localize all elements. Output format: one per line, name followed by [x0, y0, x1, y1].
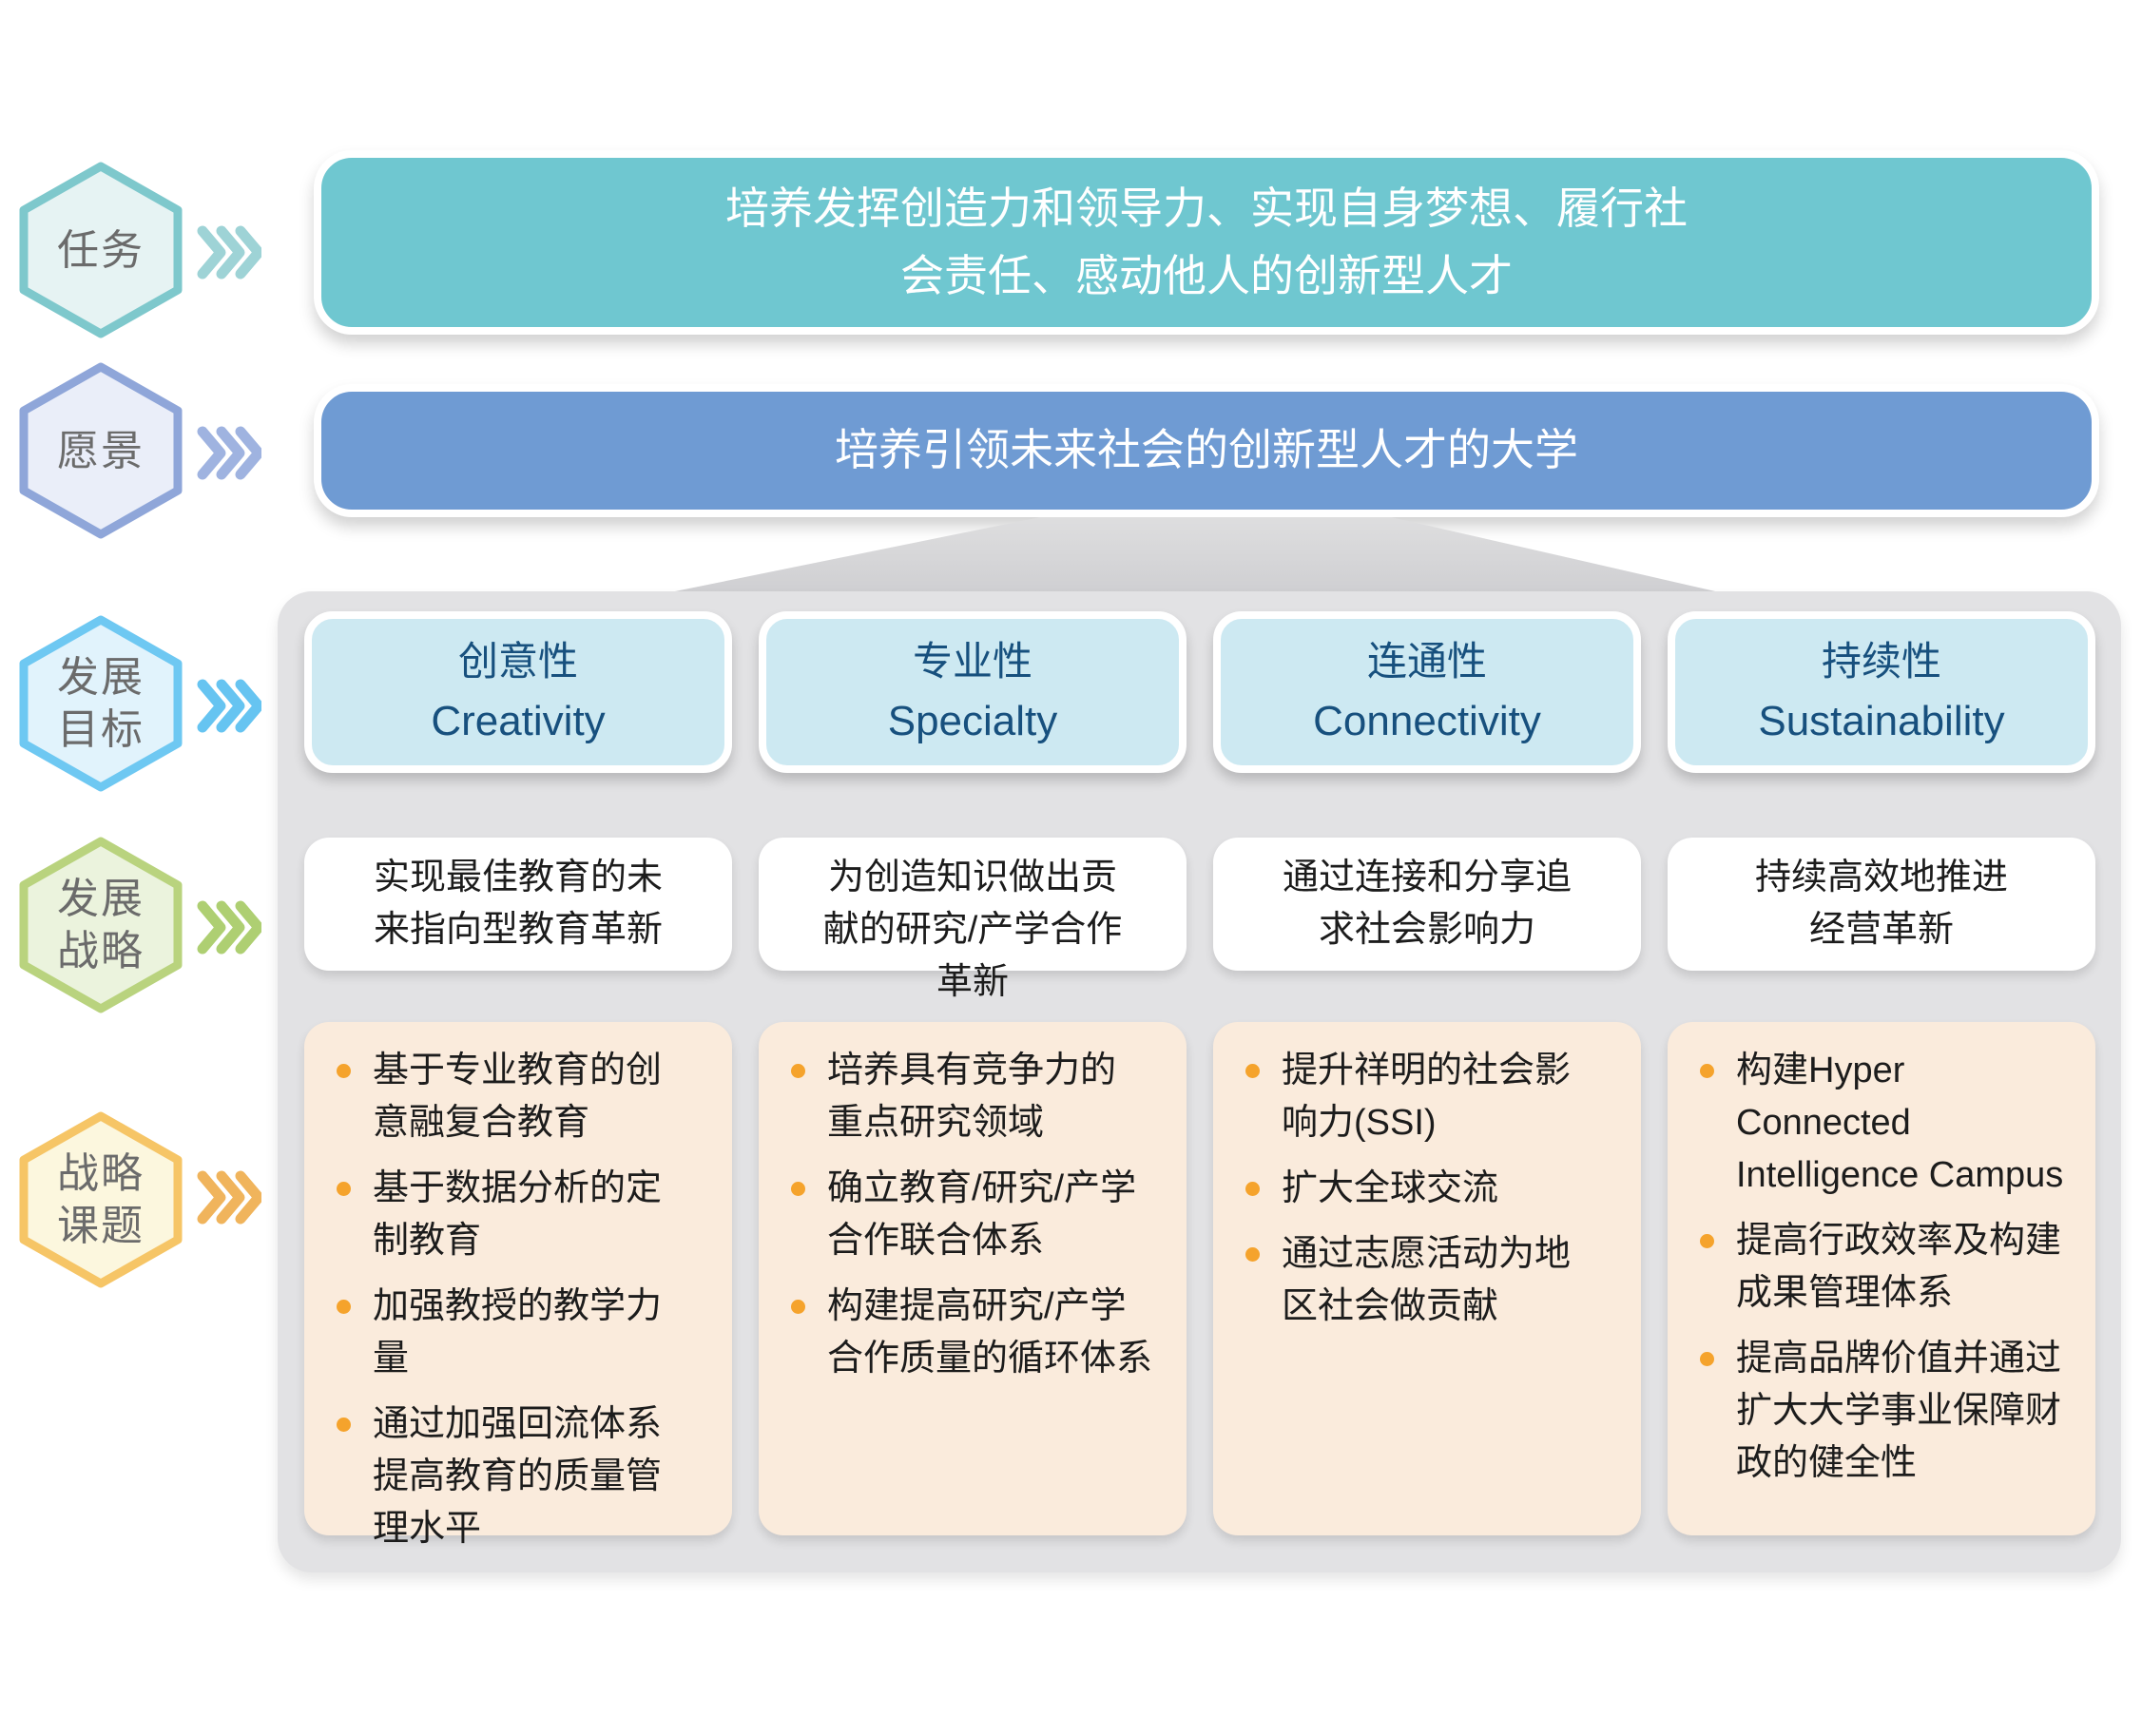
strategy-box-connectivity: 通过连接和分享追 求社会影响力	[1213, 838, 1641, 971]
topics-box-creativity: 基于专业教育的创 意融复合教育 基于数据分析的定 制教育 加强教授的教学力 量 …	[304, 1022, 732, 1549]
goal-title-zh: 创意性	[457, 638, 578, 684]
mission-hexagon-label: 任务	[57, 226, 145, 274]
strategy-text: 为创造知识做出贡 献的研究/产学合作 革新	[822, 858, 1123, 1002]
mission-box: 培养发挥创造力和领导力、实现自身梦想、履行社 会责任、感动他人的创新型人才	[314, 150, 2099, 335]
bullet-icon	[1700, 1234, 1714, 1248]
triple-chevron-icon	[197, 426, 261, 480]
vision-hexagon: 愿景	[17, 360, 184, 541]
goal-title-zh: 专业性	[912, 638, 1032, 684]
vision-box: 培养引领未来社会的创新型人才的大学	[314, 384, 2099, 517]
list-item: 基于专业教育的创 意融复合教育	[337, 1045, 717, 1149]
bullet-icon	[337, 1300, 351, 1314]
list-item: 扩大全球交流	[1245, 1163, 1626, 1215]
hexagon-shape-icon	[19, 615, 183, 792]
list-item: 提高行政效率及构建 成果管理体系	[1700, 1215, 2080, 1320]
strategy-text: 持续高效地推进 经营革新	[1754, 858, 2008, 950]
bullet-icon	[791, 1182, 805, 1196]
goal-title-en: Connectivity	[1313, 697, 1541, 744]
list-item: 构建Hyper Connected Intelligence Campus	[1700, 1045, 2080, 1202]
strategy-text: 实现最佳教育的未 来指向型教育革新	[373, 858, 663, 950]
bullet-icon	[337, 1182, 351, 1196]
development-goals-hexagon: 发展 目标	[17, 613, 184, 794]
goal-title-zh: 连通性	[1366, 638, 1487, 684]
bullet-icon	[337, 1418, 351, 1432]
triple-chevron-icon	[197, 900, 261, 955]
topic-text: 构建Hyper Connected Intelligence Campus	[1736, 1051, 2064, 1195]
triple-chevron-icon	[197, 679, 261, 733]
development-strategy-hexagon: 发展 战略	[17, 835, 184, 1015]
vision-text: 培养引领未来社会的创新型人才的大学	[835, 425, 1578, 475]
strategy-box-sustainability: 持续高效地推进 经营革新	[1668, 838, 2095, 971]
topic-text: 提高品牌价值并通过 扩大大学事业保障财 政的健全性	[1736, 1339, 2062, 1483]
list-item: 基于数据分析的定 制教育	[337, 1163, 717, 1267]
topic-text: 提升祥明的社会影 响力(SSI)	[1282, 1051, 1572, 1143]
bullet-icon	[1245, 1182, 1260, 1196]
list-item: 提高品牌价值并通过 扩大大学事业保障财 政的健全性	[1700, 1333, 2080, 1490]
development-strategy-hexagon-label: 发展 战略	[57, 876, 145, 974]
topic-text: 扩大全球交流	[1282, 1168, 1499, 1208]
strategy-box-creativity: 实现最佳教育的未 来指向型教育革新	[304, 838, 732, 971]
bullet-icon	[337, 1064, 351, 1078]
topic-text: 加强教授的教学力 量	[373, 1286, 663, 1379]
goal-title-zh: 持续性	[1821, 638, 1941, 684]
mission-text: 培养发挥创造力和领导力、实现自身梦想、履行社 会责任、感动他人的创新型人才	[725, 183, 1688, 300]
list-item: 通过加强回流体系 提高教育的质量管 理水平	[337, 1398, 717, 1555]
topic-text: 确立教育/研究/产学 合作联合体系	[827, 1168, 1137, 1261]
hexagon-shape-icon	[19, 1111, 183, 1288]
development-goals-hexagon-label: 发展 目标	[57, 654, 145, 753]
list-item: 通过志愿活动为地 区社会做贡献	[1245, 1228, 1626, 1333]
bullet-icon	[1245, 1064, 1260, 1078]
goal-header-sustainability: 持续性 Sustainability	[1668, 611, 2095, 773]
mission-hexagon: 任务	[17, 160, 184, 340]
goal-title-en: Specialty	[887, 697, 1058, 744]
goal-title-en: Creativity	[431, 697, 606, 744]
list-item: 培养具有竞争力的 重点研究领域	[791, 1045, 1171, 1149]
strategic-topics-hexagon-label: 战略 课题	[57, 1150, 145, 1249]
list-item: 加强教授的教学力 量	[337, 1281, 717, 1385]
goal-header-creativity: 创意性 Creativity	[304, 611, 732, 773]
topic-text: 提高行政效率及构建 成果管理体系	[1736, 1221, 2062, 1313]
bullet-icon	[791, 1064, 805, 1078]
list-item: 构建提高研究/产学 合作质量的循环体系	[791, 1281, 1171, 1385]
goal-header-connectivity: 连通性 Connectivity	[1213, 611, 1641, 773]
topics-box-specialty: 培养具有竞争力的 重点研究领域 确立教育/研究/产学 合作联合体系 构建提高研究…	[759, 1022, 1187, 1535]
strategy-box-specialty: 为创造知识做出贡 献的研究/产学合作 革新	[759, 838, 1187, 1002]
topic-text: 通过志愿活动为地 区社会做贡献	[1282, 1234, 1572, 1326]
vision-hexagon-label: 愿景	[57, 427, 145, 474]
list-item: 提升祥明的社会影 响力(SSI)	[1245, 1045, 1626, 1149]
bullet-icon	[1700, 1064, 1714, 1078]
topics-box-connectivity: 提升祥明的社会影 响力(SSI) 扩大全球交流 通过志愿活动为地 区社会做贡献	[1213, 1022, 1641, 1535]
bullet-icon	[1700, 1352, 1714, 1366]
triple-chevron-icon	[197, 1170, 261, 1225]
connector-trapezoid	[666, 517, 1724, 593]
hexagon-shape-icon	[19, 837, 183, 1013]
bullet-icon	[791, 1300, 805, 1314]
list-item: 确立教育/研究/产学 合作联合体系	[791, 1163, 1171, 1267]
topic-text: 通过加强回流体系 提高教育的质量管 理水平	[373, 1404, 663, 1549]
topic-text: 构建提高研究/产学 合作质量的循环体系	[827, 1286, 1153, 1379]
strategy-text: 通过连接和分享追 求社会影响力	[1282, 858, 1572, 950]
goal-title-en: Sustainability	[1758, 697, 2005, 744]
hexagon-shape-icon	[19, 162, 183, 338]
topic-text: 基于专业教育的创 意融复合教育	[373, 1051, 663, 1143]
goal-header-specialty: 专业性 Specialty	[759, 611, 1187, 773]
topic-text: 培养具有竞争力的 重点研究领域	[827, 1051, 1117, 1143]
topics-box-sustainability: 构建Hyper Connected Intelligence Campus 提高…	[1668, 1022, 2095, 1535]
topic-text: 基于数据分析的定 制教育	[373, 1168, 663, 1261]
bullet-icon	[1245, 1247, 1260, 1262]
triple-chevron-icon	[197, 225, 261, 280]
strategic-topics-hexagon: 战略 课题	[17, 1109, 184, 1290]
hexagon-shape-icon	[19, 362, 183, 539]
